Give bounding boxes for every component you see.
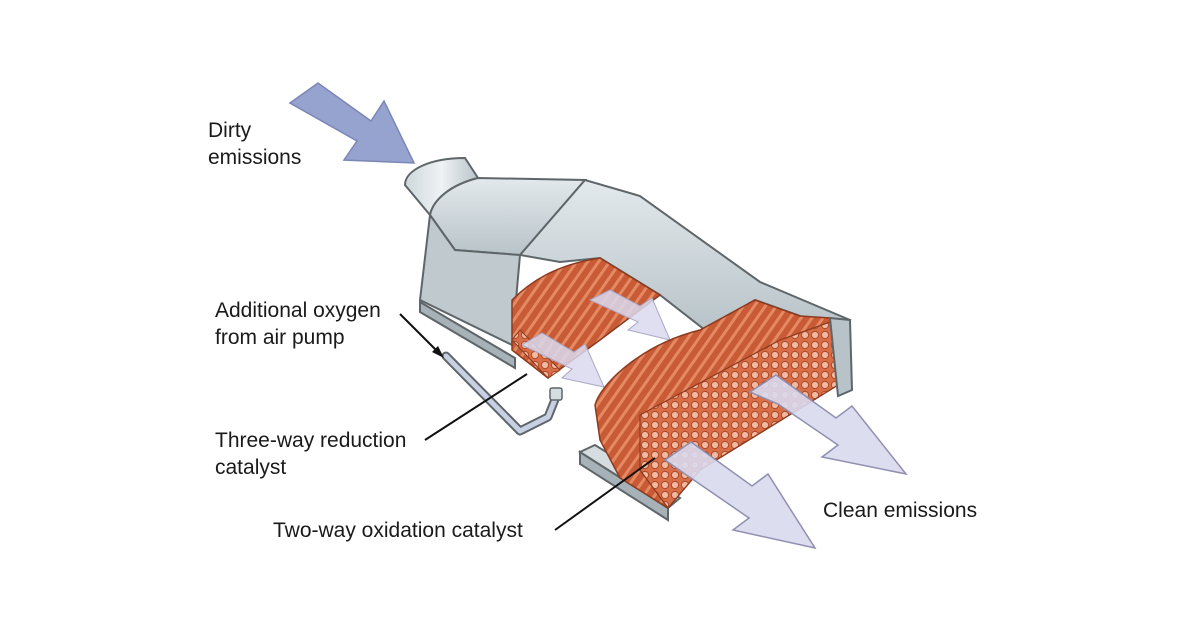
three-way-catalyst-face <box>511 329 561 379</box>
threeway-label-line2: catalyst <box>215 456 287 479</box>
three-way-leader-line <box>424 373 528 441</box>
oxygen-label-line2: from air pump <box>215 326 345 349</box>
oxygen-leader-line <box>399 313 441 355</box>
three-way-catalyst-label: Three-way reduction catalyst <box>215 427 406 481</box>
two-way-leader-line <box>554 457 656 531</box>
internal-arrow-2 <box>520 332 605 388</box>
two-way-catalyst-label: Two-way oxidation catalyst <box>273 517 523 544</box>
clean-label-line1: Clean emissions <box>823 499 978 522</box>
internal-arrow-1 <box>588 289 671 341</box>
casing-right-wall <box>828 316 854 398</box>
additional-oxygen-label: Additional oxygen from air pump <box>215 297 381 351</box>
dirty-label-line1: Dirty <box>208 119 252 142</box>
outlet-arrow-upper <box>748 374 908 476</box>
threeway-label-line1: Three-way reduction <box>215 429 407 452</box>
oxygen-leader-arrowhead <box>432 346 444 358</box>
casing-base-rail-left <box>419 300 516 370</box>
pipe-connector <box>549 387 563 401</box>
outlet-arrow-lower <box>663 441 817 550</box>
twoway-label-line1: Two-way oxidation catalyst <box>273 519 523 542</box>
dirty-label-line2: emissions <box>208 146 302 169</box>
inlet-arrow <box>288 82 416 164</box>
clean-emissions-label: Clean emissions <box>823 497 977 524</box>
dirty-emissions-label: Dirty emissions <box>208 117 301 171</box>
oxygen-label-line1: Additional oxygen <box>215 299 381 322</box>
